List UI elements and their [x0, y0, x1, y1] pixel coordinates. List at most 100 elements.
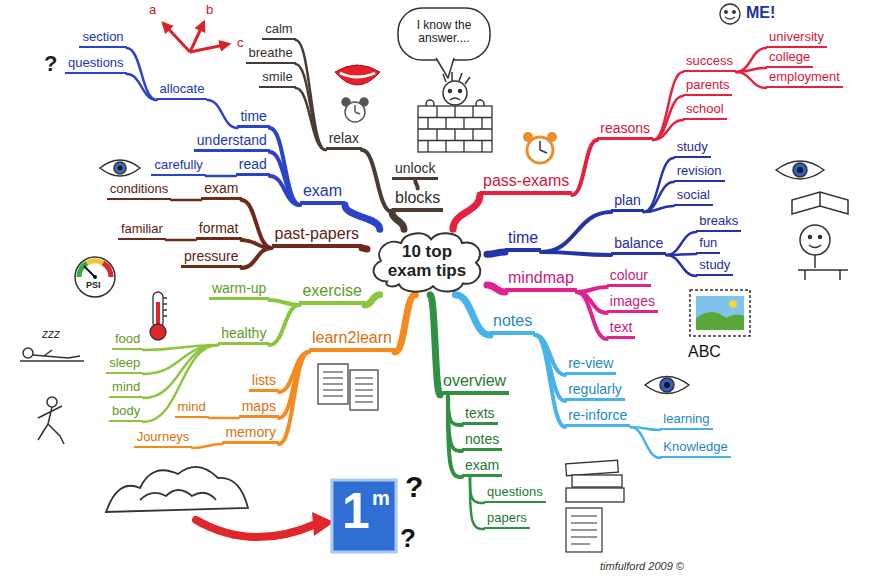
branch-word: parents	[686, 78, 729, 93]
branch-word: food	[115, 332, 140, 347]
branch-word: overview	[443, 372, 506, 390]
branch-word: blocks	[395, 189, 440, 207]
branch-topic: carefully	[151, 158, 205, 176]
peeking-figure	[426, 72, 484, 108]
arrow-letter: a	[149, 3, 156, 17]
central-topic-text: 10 top exam tips	[384, 243, 470, 280]
branch-word: notes	[493, 312, 532, 330]
branch-line	[143, 345, 218, 422]
branch-word: understand	[197, 132, 267, 148]
branch-word: exam	[465, 457, 499, 473]
branch-word: read	[239, 156, 267, 172]
branch-line	[430, 295, 440, 395]
branch-topic: college	[766, 50, 813, 68]
branch-topic: pass-exams	[480, 172, 572, 195]
sleep-letters: zzz	[42, 328, 60, 341]
branch-line	[736, 48, 766, 72]
branch-topic: overview	[440, 372, 509, 395]
branch-topic: regularly	[565, 381, 625, 401]
branch-topic: study	[674, 140, 711, 158]
branch-word: university	[769, 30, 824, 45]
branch-word: regularly	[568, 381, 622, 397]
branch-topic: notes	[462, 431, 502, 451]
branch-line	[487, 285, 505, 292]
branch-topic: warm-up	[209, 280, 269, 300]
sleeping-figure	[20, 348, 84, 361]
branch-word: time	[508, 229, 538, 247]
thermometer	[150, 292, 167, 340]
branch-word: maps	[242, 398, 276, 414]
branch-word: breaks	[699, 214, 738, 229]
branch-word: plan	[614, 192, 640, 208]
branch-word: pass-exams	[483, 172, 569, 190]
branch-word: re-view	[568, 355, 613, 371]
arrow-letter: c	[237, 36, 244, 50]
branch-line	[192, 444, 222, 448]
branch-topic: images	[607, 293, 658, 313]
branch-line	[644, 158, 674, 212]
branch-line	[630, 427, 660, 458]
branch-line	[395, 295, 415, 352]
branch-topic: learn2learn	[309, 329, 395, 352]
branch-topic: exam	[201, 180, 241, 200]
branch-word: texts	[465, 405, 495, 421]
branch-word: social	[677, 188, 710, 203]
branch-word: breathe	[249, 46, 293, 61]
branch-topic: understand	[194, 132, 270, 152]
branch-topic: mind	[175, 400, 209, 418]
question-mark: ?	[405, 470, 423, 503]
branch-line	[653, 120, 683, 140]
branch-word: format	[199, 220, 239, 236]
branch-line	[541, 212, 611, 252]
branch-line	[541, 252, 611, 255]
branch-word: images	[610, 293, 655, 309]
branch-word: mind	[178, 400, 206, 415]
branch-topic: format	[196, 220, 242, 240]
branch-topic: sleep	[106, 356, 143, 374]
branch-topic: exam	[462, 457, 502, 477]
branch-word: relax	[329, 130, 359, 146]
branch-topic: papers	[484, 511, 530, 529]
branch-topic: re-view	[565, 355, 616, 375]
branch-word: body	[112, 404, 140, 419]
branch-topic: memory	[222, 424, 279, 444]
branch-word: pressure	[184, 248, 238, 264]
branch-line	[666, 255, 696, 276]
branch-line	[127, 74, 157, 100]
branch-word: exam	[303, 182, 342, 200]
branch-topic: time	[237, 108, 269, 128]
branch-topic: blocks	[392, 189, 443, 212]
branch-line	[269, 305, 299, 345]
branch-line	[279, 352, 309, 444]
branch-topic: allocate	[157, 82, 208, 100]
branch-word: exercise	[302, 282, 362, 300]
branch-topic: conditions	[107, 182, 172, 200]
branch-word: questions	[68, 56, 124, 71]
branch-topic: questions	[65, 56, 127, 74]
branch-line	[270, 152, 300, 205]
branch-topic: smile	[259, 70, 295, 88]
branch-word: revision	[677, 164, 722, 179]
brain-hills	[106, 467, 248, 512]
branch-topic: study	[696, 258, 733, 276]
branch-word: mind	[112, 380, 140, 395]
branch-topic: body	[109, 404, 143, 422]
branch-line	[362, 150, 392, 212]
branch-line	[644, 206, 674, 212]
branch-line	[535, 335, 565, 427]
branch-line	[209, 417, 239, 420]
direction-arrows	[163, 22, 229, 52]
branch-word: questions	[487, 485, 543, 500]
branch-line	[644, 182, 674, 212]
branch-word: allocate	[160, 82, 205, 97]
branch-topic: re-inforce	[565, 407, 630, 427]
branch-topic: notes	[490, 312, 535, 335]
branch-line	[296, 64, 326, 150]
branch-line	[455, 295, 490, 335]
branch-word: calm	[265, 22, 292, 37]
branch-line	[207, 100, 237, 128]
rank-suffix: m	[372, 487, 390, 509]
branch-topic: section	[79, 30, 126, 48]
branch-topic: pressure	[181, 248, 241, 268]
branch-word: college	[769, 50, 810, 65]
